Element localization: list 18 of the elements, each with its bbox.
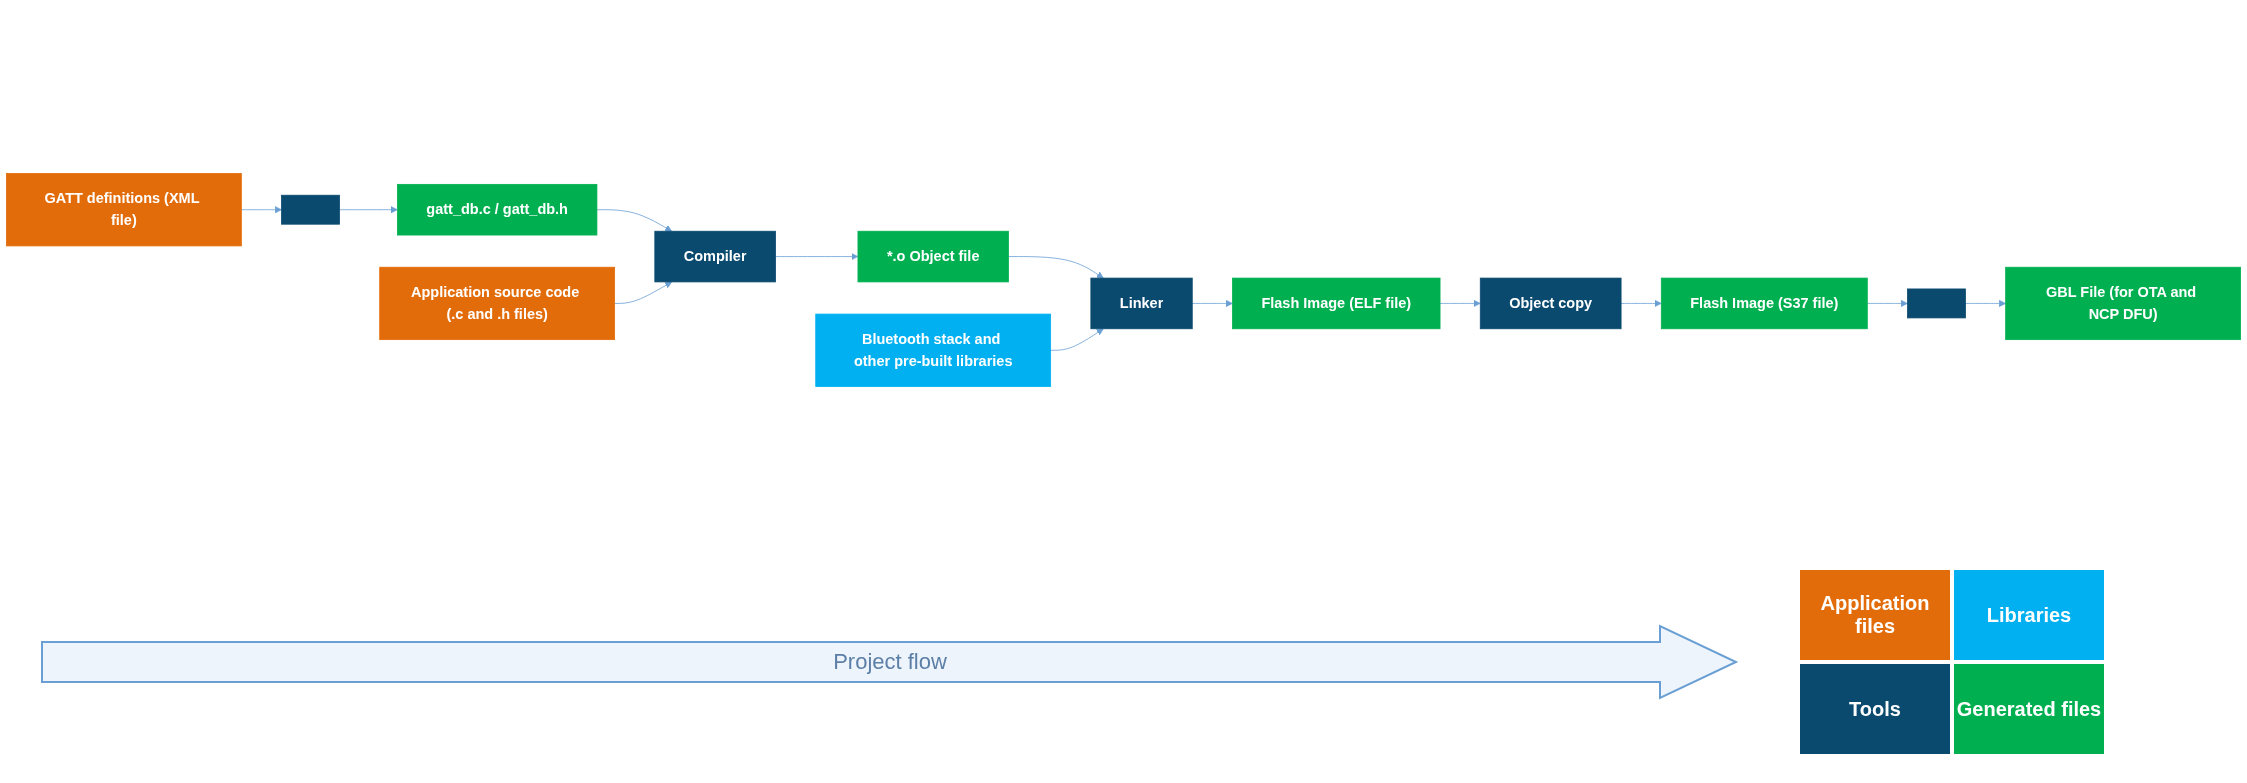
node-box: Flash Image (S37 file) — [1660, 277, 1868, 330]
node-box: Application source code (.c and .h files) — [379, 266, 615, 341]
legend-swatch: Generated files — [1954, 664, 2104, 754]
node-box: GATT definitions (XML file) — [6, 173, 242, 247]
node-box: Flash Image (ELF file) — [1232, 277, 1441, 330]
legend-swatch: Libraries — [1954, 570, 2104, 660]
legend-swatch: Application files — [1800, 570, 1950, 660]
node-box: Bluetooth stack and other pre-built libraries — [815, 313, 1052, 387]
node-box: Compiler — [654, 230, 776, 283]
node-box: Linker — [1090, 277, 1193, 330]
node-box: Object copy — [1479, 277, 1622, 330]
node-box: GBL File (for OTA and NCP DFU) — [2005, 266, 2241, 341]
node-box: *.o Object file — [857, 230, 1009, 283]
node-box — [281, 194, 340, 225]
flow-label: Project flow — [833, 649, 947, 675]
legend-swatch: Tools — [1800, 664, 1950, 754]
node-box: gatt_db.c / gatt_db.h — [397, 183, 598, 236]
node-box — [1907, 288, 1966, 319]
